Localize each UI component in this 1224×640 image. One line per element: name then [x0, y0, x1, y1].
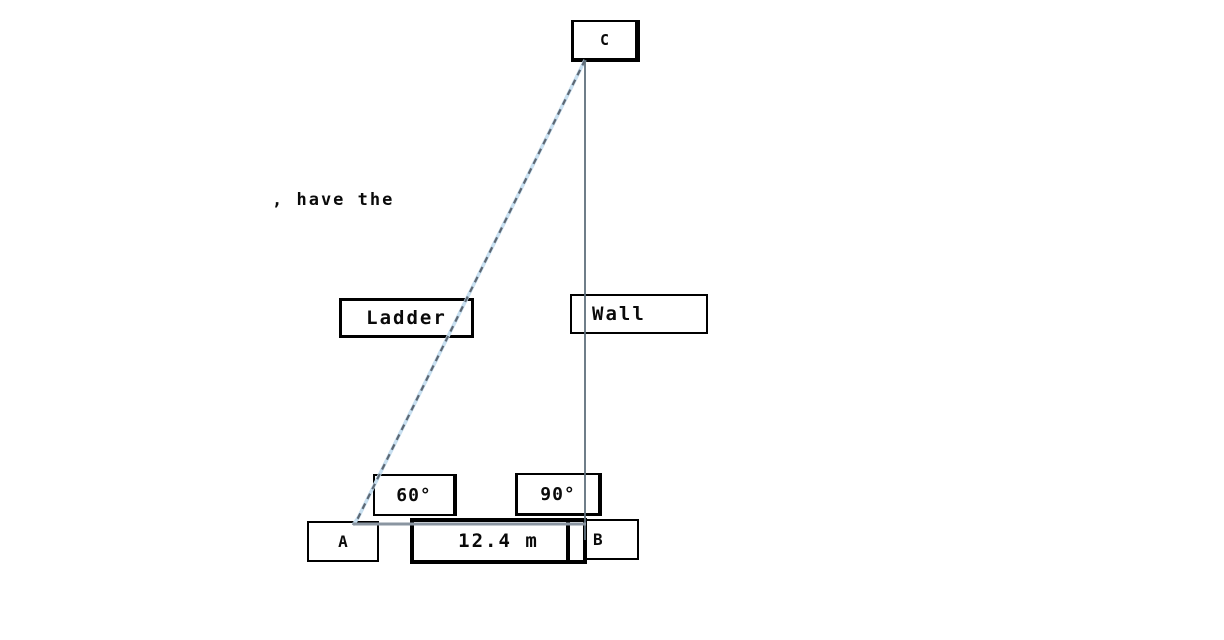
ladder-label-box: Ladder — [339, 298, 474, 338]
point-c-box: C — [571, 20, 640, 62]
point-a-box: A — [307, 521, 379, 562]
ladder-line — [352, 59, 586, 526]
point-b-box: B — [583, 519, 639, 560]
sentence-fragment-text: , have the — [272, 190, 395, 210]
ladder-label: Ladder — [366, 307, 447, 329]
base-length-label: 12.4 m — [458, 530, 539, 552]
ladder-line-underlay — [351, 59, 587, 527]
wall-label: Wall — [592, 303, 646, 325]
box-divider-bar — [566, 521, 570, 561]
point-a-label: A — [338, 532, 348, 551]
wall-label-box: Wall — [570, 294, 708, 334]
angle-60-box: 60° — [373, 474, 457, 516]
point-c-label: C — [599, 31, 610, 49]
base-length-box: 12.4 m — [410, 518, 587, 564]
point-b-label: B — [593, 530, 603, 549]
angle-90-label: 90° — [540, 483, 576, 505]
angle-90-box: 90° — [515, 473, 602, 516]
angle-60-label: 60° — [396, 484, 432, 506]
